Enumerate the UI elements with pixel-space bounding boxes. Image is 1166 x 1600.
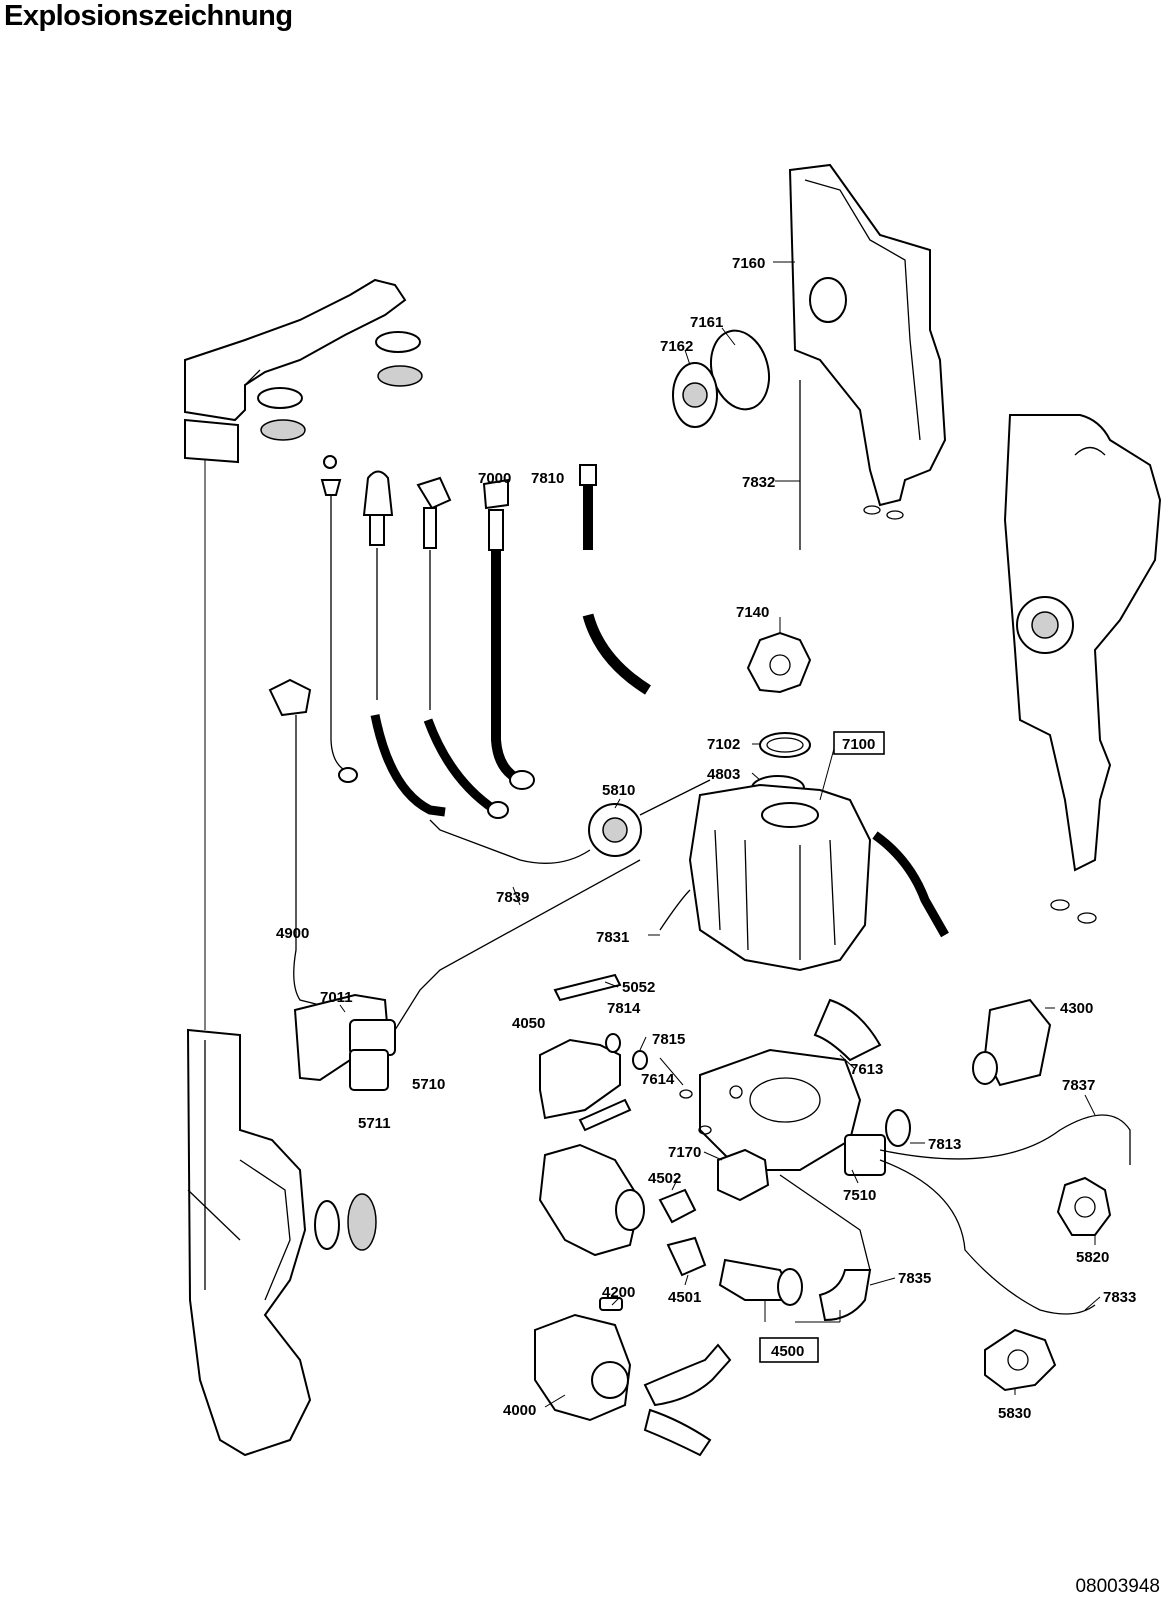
inlet-valve-assembly [293,859,641,1091]
label-7815: 7815 [652,1031,685,1048]
dosing-module [539,973,648,1132]
label-7000: 7000 [478,470,511,487]
heat-pump [538,1143,645,1257]
label-5710: 5710 [412,1076,445,1093]
label-7832: 7832 [742,474,775,491]
circulation-assembly [658,1148,872,1322]
label-4050: 4050 [512,1015,545,1032]
sump-filter [679,998,882,1171]
right-cover-panel [1003,414,1162,924]
label-7831: 7831 [596,929,629,946]
label-7835: 7835 [898,1270,931,1287]
part-labels: 7160 7161 7162 7832 7000 7810 7140 7102 … [276,255,1136,1422]
label-4900: 4900 [276,925,309,942]
label-7170: 7170 [668,1144,701,1161]
label-5711: 5711 [358,1115,391,1132]
label-7100-box [833,731,885,755]
label-5830: 5830 [998,1405,1031,1422]
leader-lines [295,261,1101,1408]
label-7102: 7102 [707,736,740,753]
label-4502: 4502 [648,1170,681,1187]
pressure-hoses-right [844,1109,1131,1392]
document-number: 08003948 [1075,1576,1160,1597]
label-4500: 4500 [771,1343,804,1360]
label-7162: 7162 [660,338,693,355]
label-4200: 4200 [602,1284,635,1301]
sump-7100 [688,783,949,972]
label-7100: 7100 [842,736,875,753]
page-title: Explosionszeichnung [4,0,293,32]
label-5820: 5820 [1076,1249,1109,1266]
label-7614: 7614 [641,1071,675,1088]
label-7814: 7814 [607,1000,641,1017]
label-7140: 7140 [736,604,769,621]
power-plug [268,678,321,1006]
label-4501: 4501 [668,1289,701,1306]
drain-pump-4300 [972,998,1052,1087]
label-7510: 7510 [843,1187,876,1204]
cover-7160 [788,163,947,550]
motor-4000 [534,1297,732,1457]
label-7613: 7613 [850,1061,883,1078]
label-5810: 5810 [602,782,635,799]
label-4500-box [759,1337,819,1363]
label-7011: 7011 [320,989,353,1006]
lower-duct [186,1028,377,1457]
salt-container-cap [746,631,812,801]
label-4300: 4300 [1060,1000,1093,1017]
label-5052: 5052 [622,979,655,996]
label-4000: 4000 [503,1402,536,1419]
label-7837: 7837 [1062,1077,1095,1094]
label-7833: 7833 [1103,1289,1136,1306]
label-7160: 7160 [732,255,765,272]
label-7839: 7839 [496,889,529,906]
label-7161: 7161 [690,314,723,331]
label-4803: 4803 [707,766,740,783]
label-7813: 7813 [928,1136,961,1153]
hoses-group [320,455,651,819]
pressure-switch-5810 [429,779,711,864]
spray-arm-duct-top [184,278,423,464]
label-7810: 7810 [531,470,564,487]
